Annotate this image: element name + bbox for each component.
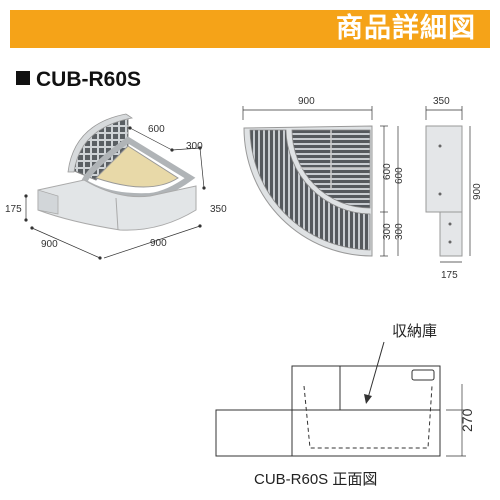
top-view: 900 600 300 — [242, 96, 393, 257]
storage-label: 収納庫 — [392, 322, 438, 340]
side-dim-350: 350 — [433, 96, 450, 107]
side-base-panel — [439, 211, 463, 257]
side-dim-600: 600 — [394, 167, 405, 184]
front-box — [291, 365, 441, 457]
front-base-left — [215, 409, 295, 457]
front-storage-outline — [303, 385, 433, 449]
top-dim-300: 300 — [382, 223, 393, 240]
iso-dim-900-right: 900 — [150, 238, 167, 249]
side-back-panel — [425, 125, 463, 213]
model-name: CUB-R60S — [36, 68, 142, 91]
isometric-view: 600 300 350 175 900 900 — [5, 113, 227, 260]
side-dim-175: 175 — [441, 270, 458, 281]
model-heading: CUB-R60S — [16, 68, 141, 92]
iso-base-front — [37, 179, 197, 231]
side-dim-300: 300 — [394, 223, 405, 240]
top-dim-900: 900 — [298, 96, 315, 107]
iso-base-side — [37, 189, 59, 215]
iso-dim-175: 175 — [5, 204, 22, 215]
front-view: 270 — [215, 341, 475, 457]
iso-base-seam — [115, 197, 119, 231]
front-handle — [411, 369, 435, 381]
iso-dim-300: 300 — [186, 141, 203, 152]
iso-dim-350: 350 — [210, 204, 227, 215]
iso-seat-cushion — [95, 145, 179, 188]
iso-dim-900-left: 900 — [41, 239, 58, 250]
side-view: 350 600 300 900 175 — [394, 96, 483, 281]
header-banner: 商品詳細図 — [10, 10, 490, 48]
front-view-caption: CUB-R60S 正面図 — [254, 471, 378, 488]
side-dim-900: 900 — [472, 183, 483, 200]
top-outer-ring — [249, 129, 371, 251]
iso-wall-frame — [67, 113, 134, 173]
square-bullet-icon — [16, 71, 30, 85]
storage-leader — [367, 341, 385, 399]
header-title: 商品詳細図 — [336, 13, 476, 44]
top-dim-600: 600 — [382, 163, 393, 180]
iso-dim-600: 600 — [148, 124, 165, 135]
front-dim-270: 270 — [459, 408, 475, 432]
